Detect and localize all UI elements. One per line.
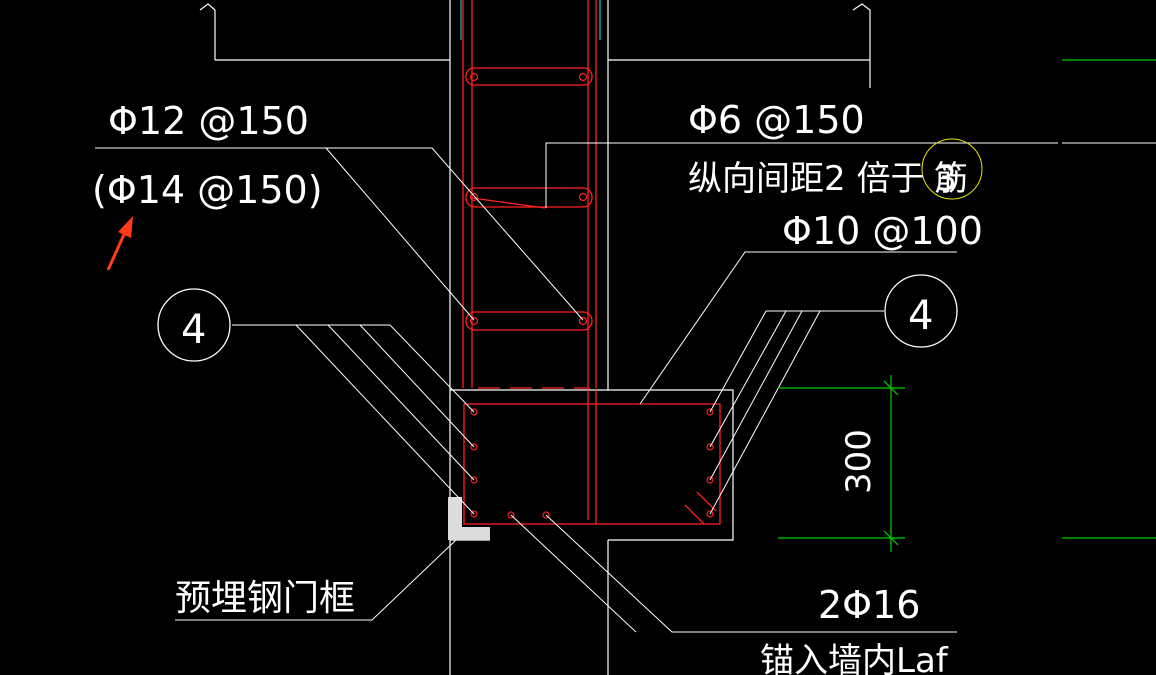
bar-dot bbox=[578, 192, 588, 202]
leader-2phi16-b bbox=[510, 514, 637, 633]
beam-outline bbox=[450, 389, 734, 541]
bar-dot bbox=[507, 511, 515, 519]
bar-dot bbox=[469, 316, 479, 326]
bar-dot bbox=[470, 408, 478, 416]
bar-dot bbox=[706, 408, 714, 416]
leader-bubble-left-3 bbox=[327, 324, 475, 481]
label-anchor: 锚入墙内Laf bbox=[760, 641, 949, 675]
highlight-circle bbox=[921, 138, 983, 200]
leader-phi12 bbox=[95, 147, 584, 321]
bar-dot bbox=[706, 510, 714, 518]
leader-bubble-right-4 bbox=[709, 310, 821, 515]
bubble-right-label: 4 bbox=[908, 293, 933, 339]
label-2phi16: 2Φ16 bbox=[818, 583, 920, 627]
bar-dot bbox=[578, 316, 588, 326]
bubble-left-label: 4 bbox=[181, 307, 206, 353]
bar-dot bbox=[706, 476, 714, 484]
embedded-frame-shape bbox=[448, 497, 490, 540]
bar-dot bbox=[542, 511, 550, 519]
label-spacing: 纵向间距2 倍于 3 bbox=[688, 159, 957, 199]
tie-1 bbox=[465, 67, 593, 86]
bubble-left-circle bbox=[157, 288, 231, 362]
tie-3 bbox=[465, 311, 593, 331]
bar-dot bbox=[469, 72, 479, 82]
break-symbol-right bbox=[852, 3, 871, 11]
leader-phi6 bbox=[545, 142, 1058, 208]
label-circled-char: 筋 bbox=[934, 159, 968, 199]
annotation-arrow-icon bbox=[106, 216, 133, 271]
dimension-300 bbox=[778, 375, 905, 552]
bar-dot bbox=[470, 476, 478, 484]
label-phi12: Φ12 @150 bbox=[108, 99, 309, 143]
stirrup-hook bbox=[684, 504, 705, 525]
leader-bubble-right-1 bbox=[709, 310, 884, 413]
leader-bubble-left-1 bbox=[232, 324, 475, 413]
beam-stirrup bbox=[463, 403, 721, 525]
break-symbol-left bbox=[199, 3, 216, 11]
label-phi6: Φ6 @150 bbox=[688, 98, 865, 142]
leader-bubble-right-2 bbox=[709, 310, 787, 448]
leader-bubble-left-2 bbox=[359, 324, 475, 448]
tie-2a bbox=[471, 197, 546, 209]
leader-bubble-left-4 bbox=[295, 324, 475, 515]
leader-phi10 bbox=[639, 251, 957, 405]
dim-tick-top bbox=[883, 380, 899, 396]
leader-lines bbox=[95, 142, 1058, 633]
leader-embedded-frame bbox=[175, 539, 457, 621]
label-embedded-frame: 预埋钢门框 bbox=[175, 578, 355, 619]
label-phi14: (Φ14 @150) bbox=[92, 168, 323, 212]
bar-dot bbox=[578, 72, 588, 82]
green-right-lines bbox=[1062, 59, 1156, 539]
bar-dot bbox=[469, 192, 479, 202]
cyan-lines bbox=[460, 0, 601, 40]
leader-bubble-right-3 bbox=[709, 310, 803, 481]
rebar-dots bbox=[469, 72, 714, 519]
rebar-group bbox=[462, 0, 721, 525]
label-phi10: Φ10 @100 bbox=[782, 209, 983, 253]
leader-phi12-b bbox=[325, 147, 475, 321]
bar-dot bbox=[470, 510, 478, 518]
dim-tick-bottom bbox=[883, 530, 899, 546]
bar-dot bbox=[470, 443, 478, 451]
leader-2phi16 bbox=[545, 514, 957, 633]
bubble-right-circle bbox=[884, 274, 958, 348]
tie-2 bbox=[465, 187, 593, 208]
label-dimension: 300 bbox=[839, 429, 879, 494]
bar-dot bbox=[706, 443, 714, 451]
